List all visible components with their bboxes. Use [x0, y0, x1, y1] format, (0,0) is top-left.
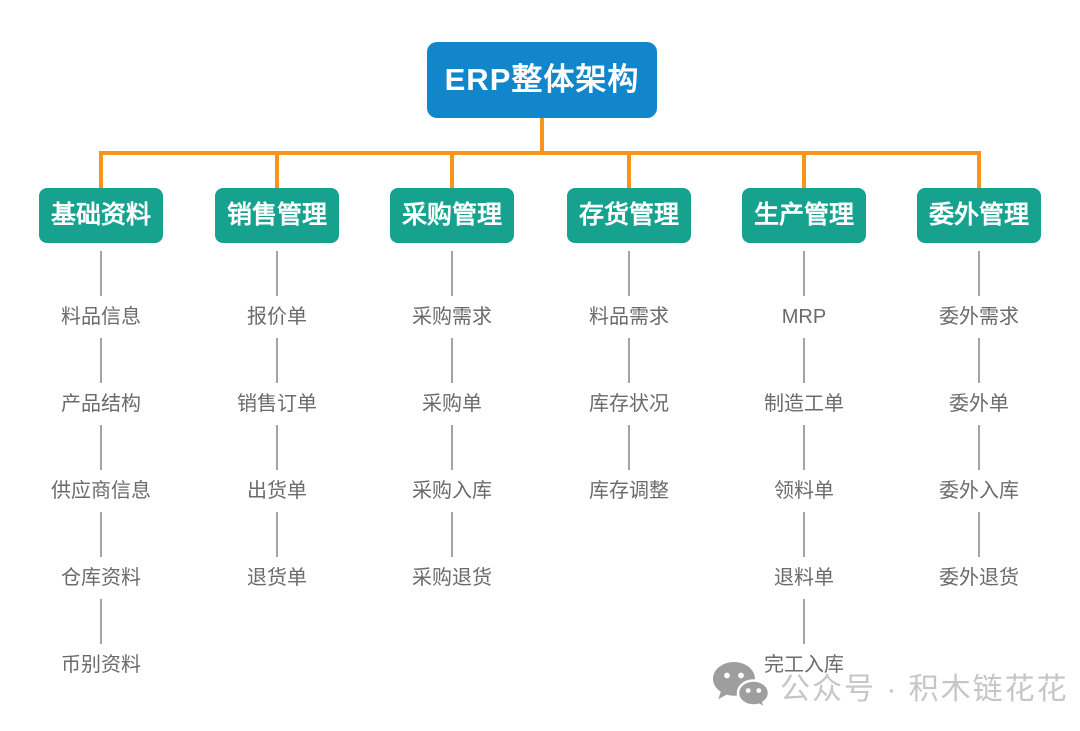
sub-item: 采购入库	[412, 480, 492, 502]
sub-connector-line	[451, 417, 453, 478]
sub-connector-line	[100, 417, 102, 478]
connector-drop-sales	[275, 151, 279, 188]
sub-item: 产品结构	[61, 393, 141, 415]
watermark: 公众号 · 积木链花花	[712, 660, 1069, 712]
sub-item: 委外退货	[939, 567, 1019, 589]
connector-drop-inventory	[627, 151, 631, 188]
sub-connector-line	[100, 504, 102, 565]
branch-column-basic-data: 基础资料 料品信息 产品结构 供应商信息 仓库资料 币别资料	[21, 188, 181, 678]
sub-connector-line	[100, 330, 102, 391]
sub-connector-line	[276, 243, 278, 304]
wechat-icon	[713, 662, 770, 711]
branch-box-basic-data: 基础资料	[39, 188, 163, 243]
connector-drop-basic-data	[99, 151, 103, 188]
sub-connector-line	[803, 504, 805, 565]
sub-connector-line	[803, 417, 805, 478]
sub-item: 委外需求	[939, 306, 1019, 328]
sub-connector-line	[978, 504, 980, 565]
connector-root-stem	[540, 118, 544, 155]
sub-item: 退料单	[774, 567, 834, 589]
sub-item: 销售订单	[237, 393, 317, 415]
branch-box-inventory: 存货管理	[567, 188, 691, 243]
branch-box-sales: 销售管理	[215, 188, 339, 243]
sub-connector-line	[100, 243, 102, 304]
sub-item: 仓库资料	[61, 567, 141, 589]
sub-item: 采购单	[422, 393, 482, 415]
sub-item: 退货单	[247, 567, 307, 589]
sub-connector-line	[978, 417, 980, 478]
sub-item: 采购退货	[412, 567, 492, 589]
sub-connector-line	[978, 330, 980, 391]
sub-item: 委外入库	[939, 480, 1019, 502]
branch-box-outsourcing: 委外管理	[917, 188, 1041, 243]
branch-column-inventory: 存货管理 料品需求 库存状况 库存调整	[549, 188, 709, 504]
branch-column-outsourcing: 委外管理 委外需求 委外单 委外入库 委外退货	[899, 188, 1059, 591]
sub-connector-line	[276, 504, 278, 565]
root-node-erp: ERP整体架构	[427, 42, 657, 118]
sub-connector-line	[803, 591, 805, 652]
sub-connector-line	[451, 243, 453, 304]
sub-connector-line	[276, 330, 278, 391]
branch-box-purchasing: 采购管理	[390, 188, 514, 243]
sub-connector-line	[451, 330, 453, 391]
sub-item: 制造工单	[764, 393, 844, 415]
sub-connector-line	[803, 243, 805, 304]
sub-item: 供应商信息	[51, 480, 151, 502]
connector-horizontal-bar	[99, 151, 981, 155]
branch-column-purchasing: 采购管理 采购需求 采购单 采购入库 采购退货	[372, 188, 532, 591]
sub-item: 料品信息	[61, 306, 141, 328]
connector-drop-purchasing	[450, 151, 454, 188]
sub-item: 库存状况	[589, 393, 669, 415]
sub-item: 完工入库	[764, 654, 844, 676]
sub-item: 采购需求	[412, 306, 492, 328]
branch-column-production: 生产管理 MRP 制造工单 领料单 退料单 完工入库	[724, 188, 884, 678]
sub-item: 报价单	[247, 306, 307, 328]
sub-item: MRP	[781, 306, 827, 328]
sub-item: 料品需求	[589, 306, 669, 328]
sub-connector-line	[978, 243, 980, 304]
connector-drop-production	[802, 151, 806, 188]
sub-connector-line	[451, 504, 453, 565]
sub-item: 库存调整	[589, 480, 669, 502]
sub-connector-line	[628, 417, 630, 478]
branch-box-production: 生产管理	[742, 188, 866, 243]
watermark-text: 公众号 · 积木链花花	[780, 673, 1069, 706]
sub-connector-line	[803, 330, 805, 391]
sub-item: 领料单	[774, 480, 834, 502]
sub-item: 出货单	[247, 480, 307, 502]
sub-connector-line	[276, 417, 278, 478]
sub-connector-line	[100, 591, 102, 652]
sub-connector-line	[628, 243, 630, 304]
sub-connector-line	[628, 330, 630, 391]
connector-drop-outsourcing	[977, 151, 981, 188]
sub-item: 委外单	[949, 393, 1009, 415]
branch-column-sales: 销售管理 报价单 销售订单 出货单 退货单	[197, 188, 357, 591]
sub-item: 币别资料	[61, 654, 141, 676]
